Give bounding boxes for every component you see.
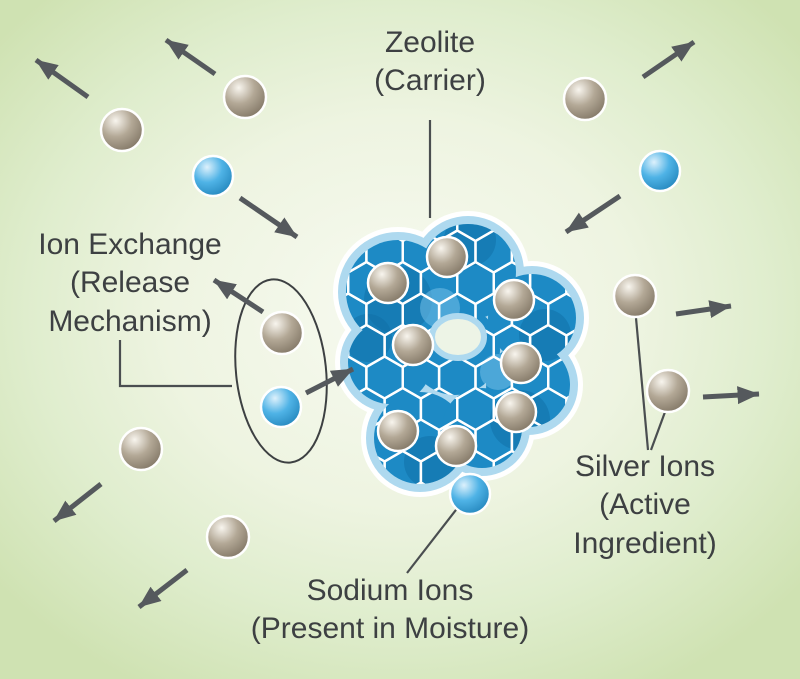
silver-ion-sphere bbox=[99, 107, 145, 153]
sodium-ion-sphere bbox=[448, 472, 492, 516]
zeolite-structure bbox=[333, 211, 589, 497]
flow-arrow bbox=[164, 37, 217, 77]
flow-arrow bbox=[238, 195, 299, 240]
silver-ion-sphere bbox=[205, 514, 251, 560]
flow-arrow bbox=[137, 568, 189, 609]
silver-ion-sphere bbox=[366, 261, 410, 305]
silver-ion-sphere bbox=[562, 76, 608, 122]
silver-ion-sphere bbox=[492, 278, 536, 322]
silver-ion-sphere bbox=[494, 390, 538, 434]
sodium-ion-sphere bbox=[638, 149, 682, 193]
silver-ion-sphere bbox=[391, 323, 435, 367]
zeolite-pore bbox=[429, 313, 487, 361]
sodium-ion-sphere bbox=[191, 154, 235, 198]
label-connector-line bbox=[118, 340, 232, 388]
silver-ion-sphere bbox=[612, 273, 658, 319]
flow-arrow bbox=[702, 386, 760, 405]
ion-exchange-ellipse bbox=[234, 278, 328, 464]
flow-arrow bbox=[52, 482, 103, 523]
silver-ion-sphere bbox=[425, 235, 469, 279]
silver-ion-sphere bbox=[645, 368, 691, 414]
flow-arrow bbox=[641, 39, 696, 80]
label-connector-line bbox=[406, 505, 460, 574]
flow-arrow bbox=[564, 193, 622, 235]
label-connector-line bbox=[649, 411, 667, 451]
flow-arrow bbox=[675, 300, 732, 319]
silver-ion-sphere bbox=[118, 426, 164, 472]
silver-ion-sphere bbox=[499, 341, 543, 385]
silver-ion-sphere bbox=[376, 409, 420, 453]
flow-arrow bbox=[34, 57, 90, 100]
silver-ion-sphere bbox=[434, 424, 478, 468]
silver-ion-sphere bbox=[259, 310, 305, 356]
flow-arrow bbox=[304, 366, 355, 396]
silver-ion-sphere bbox=[222, 74, 268, 120]
flow-arrow bbox=[212, 277, 265, 315]
sodium-ion-sphere bbox=[259, 385, 303, 429]
label-connector-line bbox=[634, 317, 650, 451]
